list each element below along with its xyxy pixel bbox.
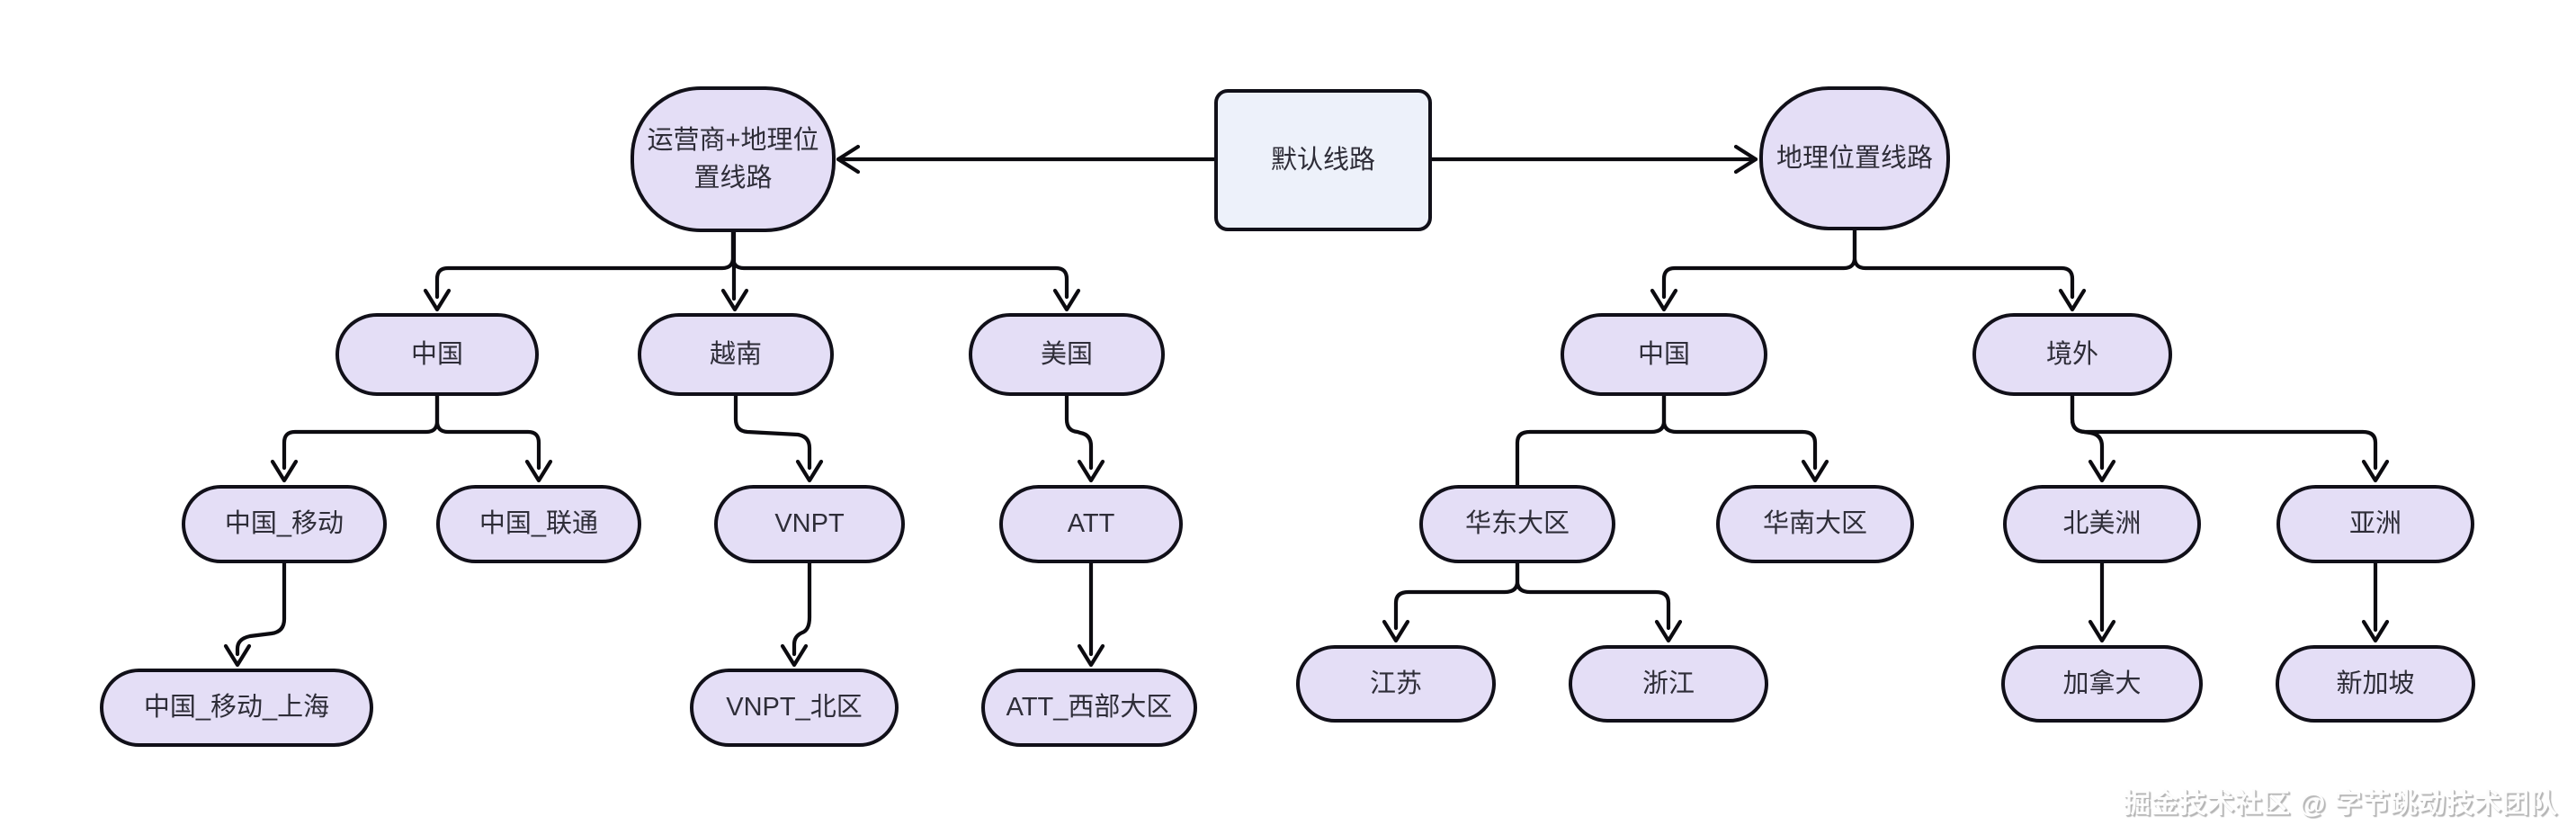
edge-abroad-to-north-america [2070, 393, 2116, 483]
node-label: 中国 [410, 339, 463, 369]
edge-cn-to-unicom [434, 393, 553, 483]
edge-cn-to-south-region [1661, 393, 1829, 483]
node-label: 江苏 [1369, 669, 1422, 698]
edge-east-to-zhejiang [1515, 561, 1683, 643]
node-singapore: 新加坡 [2276, 645, 2475, 723]
node-label: 华南大区 [1762, 509, 1867, 539]
node-label: 北美洲 [2062, 509, 2142, 539]
node-label: 加拿大 [2062, 669, 2142, 698]
node-asia: 亚洲 [2276, 485, 2474, 563]
node-vnpt-north: VNPT_北区 [690, 669, 899, 747]
node-south-region: 华南大区 [1716, 485, 1914, 563]
node-label: 境外 [2045, 339, 2098, 369]
node-label: ATT [1067, 509, 1115, 539]
node-label: 中国 [1637, 339, 1690, 369]
node-label: 新加坡 [2336, 669, 2415, 698]
edge-opgeo-to-cn-left [423, 229, 736, 312]
edge-abroad-to-asia [2070, 393, 2390, 483]
node-label: VNPT [774, 509, 845, 539]
node-op-geo-route: 运营商+地理位 置线路 [631, 86, 836, 232]
edge-east-to-jiangsu [1382, 561, 1520, 643]
node-east-region: 华东大区 [1419, 485, 1615, 563]
node-default-route: 默认线路 [1214, 89, 1432, 231]
node-cn-right: 中国 [1561, 313, 1767, 396]
watermark-text: 掘金技术社区 @ 字节跳动技术团队 [2124, 789, 2558, 819]
node-label: 中国_移动_上海 [143, 693, 330, 723]
node-att: ATT [999, 485, 1183, 563]
node-label: 地理位置线路 [1775, 143, 1933, 173]
node-zhejiang: 浙江 [1569, 645, 1768, 723]
edge-mobile-to-shanghai [223, 561, 287, 668]
edge-geo-to-abroad [1852, 228, 2087, 312]
node-att-west: ATT_西部大区 [981, 669, 1197, 747]
node-north-america: 北美洲 [2003, 485, 2201, 563]
edge-vnpt-to-north [780, 561, 812, 668]
node-label: 运营商+地理位 [647, 125, 819, 155]
node-label: 默认线路 [1270, 145, 1375, 175]
edge-opgeo-to-usa [730, 229, 1081, 312]
node-jiangsu: 江苏 [1296, 645, 1496, 723]
node-vnpt: VNPT [714, 485, 905, 563]
node-cn-mobile-shanghai: 中国_移动_上海 [100, 669, 373, 747]
node-label: 亚洲 [2348, 509, 2402, 539]
edge-att-to-west [1077, 561, 1105, 668]
node-canada: 加拿大 [2001, 645, 2203, 723]
edge-vietnam-to-vnpt [733, 393, 824, 483]
node-label: ATT_西部大区 [1006, 693, 1173, 723]
edge-north-america-to-canada [2088, 561, 2116, 643]
node-vietnam: 越南 [638, 313, 834, 396]
node-label: 中国_联通 [479, 509, 599, 539]
edge-geo-to-cn-right [1650, 228, 1857, 312]
node-usa: 美国 [969, 313, 1165, 396]
node-cn-mobile: 中国_移动 [182, 485, 387, 563]
node-abroad: 境外 [1972, 313, 2172, 396]
edge-usa-to-att [1064, 393, 1105, 483]
edge-default-to-op-geo [836, 144, 1217, 175]
node-geo-route: 地理位置线路 [1759, 86, 1950, 230]
edge-cn-to-east-region [1515, 393, 1667, 489]
node-label: 越南 [709, 339, 762, 369]
edge-asia-to-singapore [2361, 561, 2390, 643]
edge-cn-to-mobile [270, 393, 440, 483]
node-label: 浙江 [1641, 669, 1695, 698]
node-label: 置线路 [693, 164, 773, 193]
node-label: VNPT_北区 [726, 693, 863, 723]
node-label: 华东大区 [1464, 509, 1570, 539]
node-cn-unicom: 中国_联通 [436, 485, 641, 563]
node-label: 中国_移动 [224, 509, 344, 539]
node-cn-left: 中国 [335, 313, 539, 396]
node-label: 美国 [1040, 339, 1093, 369]
edge-default-to-geo [1429, 144, 1758, 175]
